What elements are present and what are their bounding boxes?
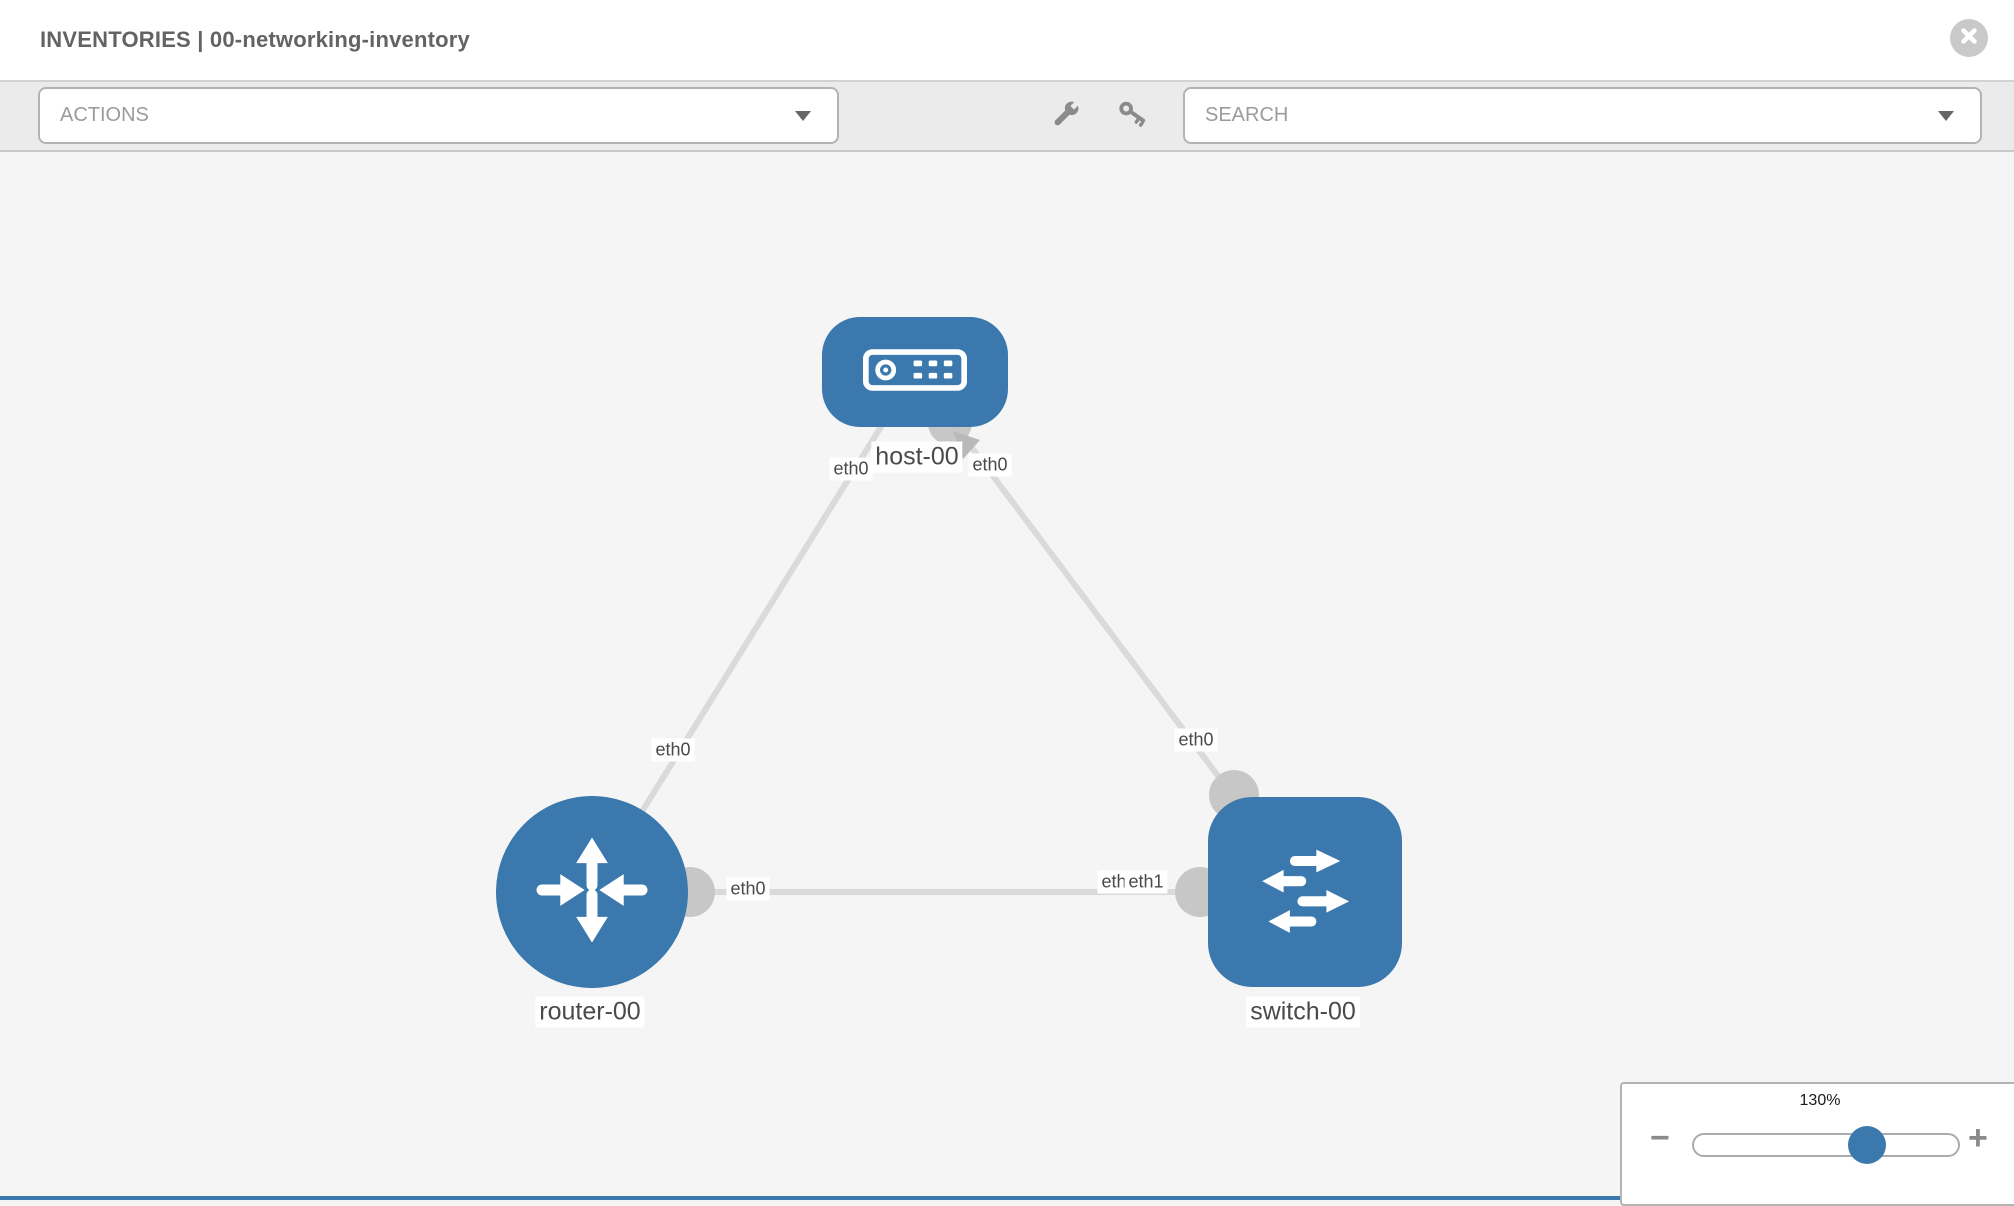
configure-button[interactable] [1046, 96, 1086, 136]
zoom-slider-track[interactable] [1692, 1126, 1960, 1164]
iface-label: eth0 [829, 457, 873, 481]
credentials-button[interactable] [1114, 96, 1154, 136]
zoom-control-panel: 130% − + [1620, 1082, 2014, 1206]
search-dropdown[interactable]: SEARCH [1183, 87, 1982, 144]
toolbar: ACTIONS S [0, 82, 2014, 152]
iface-label: eth0 [968, 453, 1012, 477]
caret-down-icon [1938, 111, 1954, 121]
actions-dropdown[interactable]: ACTIONS [38, 87, 839, 144]
zoom-slider-handle[interactable] [1848, 1126, 1886, 1164]
node-label-host: host-00 [871, 441, 963, 473]
panel-header: INVENTORIES | 00-networking-inventory [0, 0, 2014, 82]
search-dropdown-label: SEARCH [1205, 104, 1289, 126]
bottom-accent-strip [0, 1196, 1620, 1200]
host-device-icon [863, 348, 967, 396]
page-title: INVENTORIES | 00-networking-inventory [40, 27, 470, 52]
iface-label: eth0 [726, 877, 770, 901]
router-arrows-icon [531, 829, 653, 956]
topology-edges-layer [589, 370, 1308, 917]
iface-label: eth1 [1124, 870, 1168, 894]
close-button[interactable] [1950, 19, 1988, 57]
key-icon [1117, 97, 1151, 136]
wrench-icon [1049, 97, 1083, 136]
switch-arrows-icon [1241, 827, 1369, 958]
caret-down-icon [795, 111, 811, 121]
node-label-switch: switch-00 [1246, 996, 1360, 1028]
actions-dropdown-label: ACTIONS [60, 104, 149, 126]
zoom-level-value: 130% [1799, 1092, 1841, 1109]
close-icon [1959, 26, 1979, 51]
node-switch-00[interactable] [1208, 797, 1402, 987]
iface-label: eth0 [651, 738, 695, 762]
node-router-00[interactable] [496, 796, 688, 988]
zoom-out-button[interactable]: − [1650, 1119, 1670, 1157]
edge-arrowhead [953, 431, 980, 459]
zoom-in-button[interactable]: + [1968, 1119, 1988, 1157]
node-host-00[interactable] [822, 317, 1008, 427]
topology-canvas[interactable]: host-00 router-00 switch-00 eth0 eth0 et… [0, 152, 2014, 1200]
node-label-router: router-00 [535, 996, 645, 1028]
iface-label: eth0 [1174, 728, 1218, 752]
